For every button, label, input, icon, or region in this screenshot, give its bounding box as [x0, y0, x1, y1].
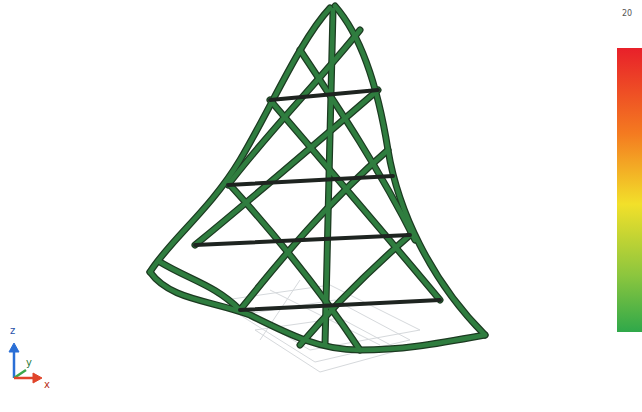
axis-label: y [26, 358, 32, 368]
lattice-frame [150, 6, 485, 350]
scale-max: 20 [622, 10, 632, 18]
axis-label: x [44, 380, 50, 390]
axis-label: z [10, 326, 15, 336]
axis-triad [9, 343, 42, 383]
color-bar [617, 48, 642, 332]
